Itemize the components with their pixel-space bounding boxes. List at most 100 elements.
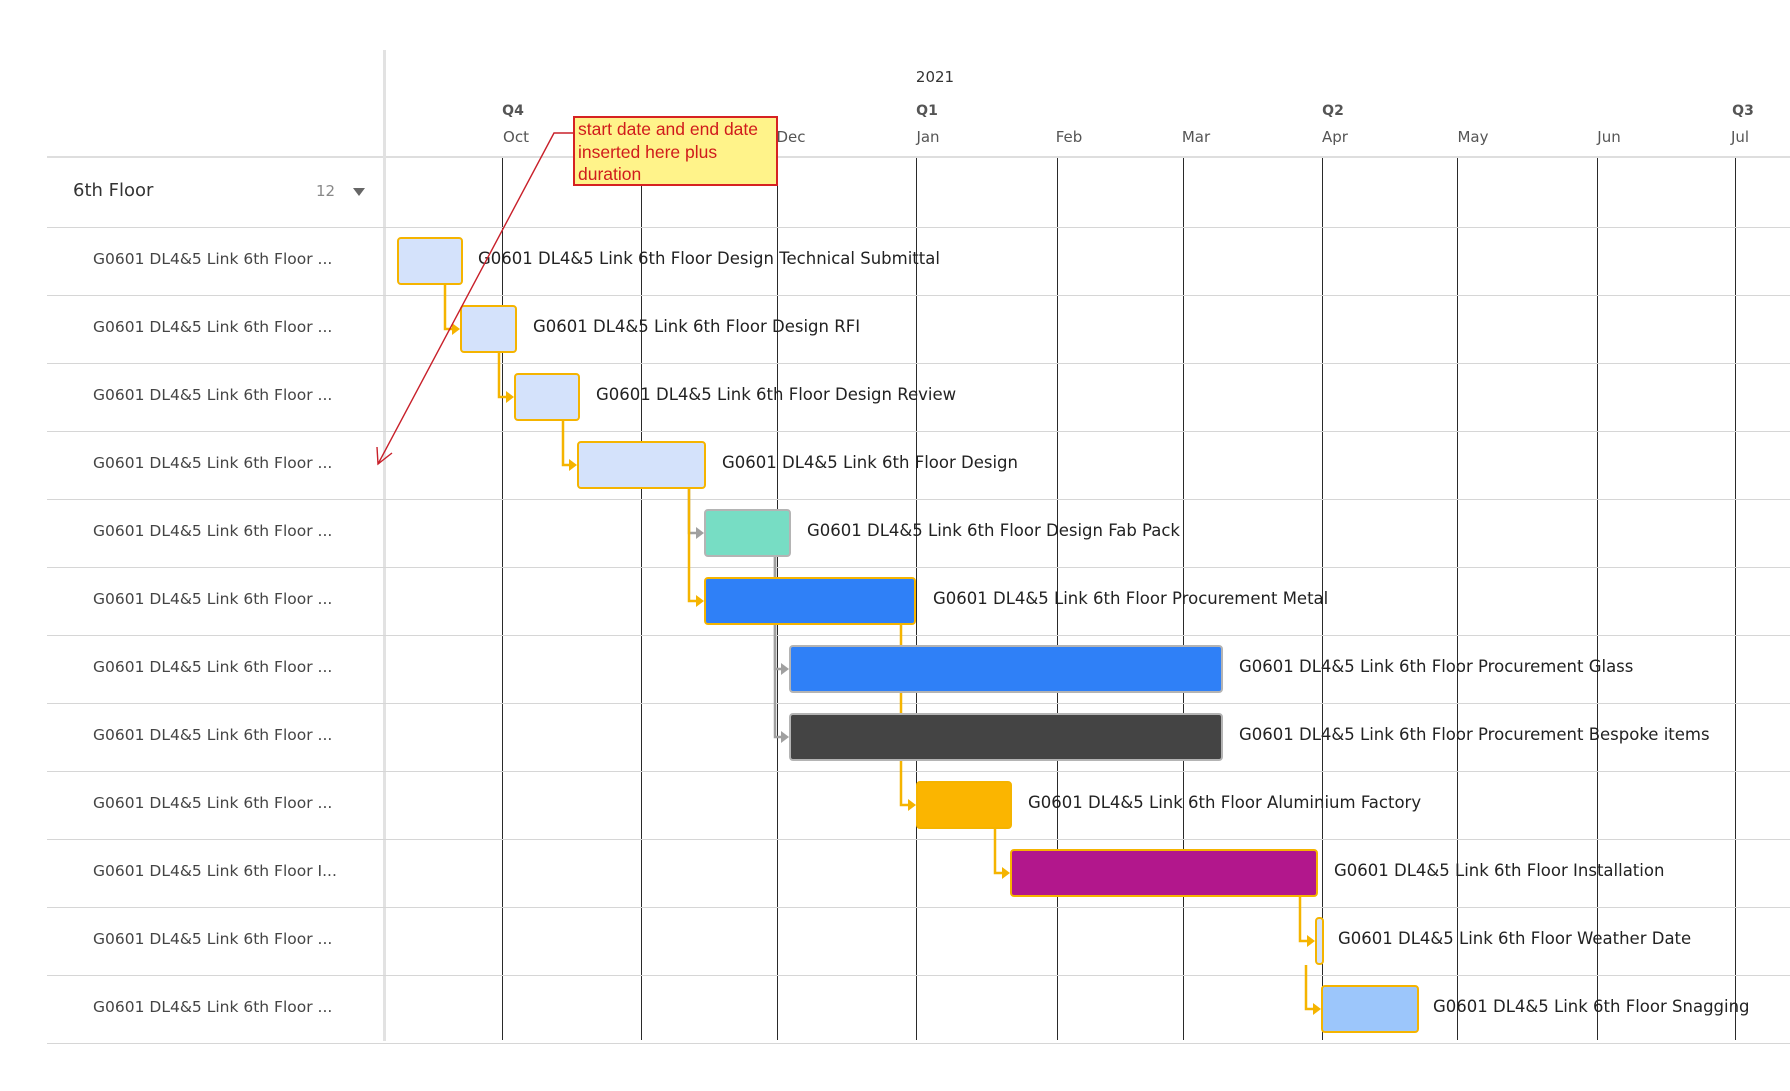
task-bar-label: G0601 DL4&5 Link 6th Floor Weather Date (1338, 929, 1692, 948)
dependency-arrowhead (781, 663, 789, 675)
task-bar-label: G0601 DL4&5 Link 6th Floor Procurement B… (1239, 725, 1710, 744)
task-bar-label: G0601 DL4&5 Link 6th Floor Installation (1334, 861, 1665, 880)
task-bar-label: G0601 DL4&5 Link 6th Floor Design Techni… (478, 249, 940, 268)
task-row-label[interactable]: G0601 DL4&5 Link 6th Floor ... (93, 794, 333, 812)
task-row-label[interactable]: G0601 DL4&5 Link 6th Floor ... (93, 930, 333, 948)
month-gridline (1597, 158, 1598, 1040)
dependency-line (443, 285, 455, 331)
month-gridline (641, 158, 642, 1040)
task-row-label[interactable]: G0601 DL4&5 Link 6th Floor ... (93, 386, 333, 404)
month-gridline (1735, 158, 1736, 1040)
quarter-label-q1: Q1 (916, 103, 938, 119)
month-gridline (916, 158, 917, 1040)
task-bar-label: G0601 DL4&5 Link 6th Floor Snagging (1433, 997, 1750, 1016)
month-label-feb: Feb (1055, 128, 1083, 146)
task-row-label[interactable]: G0601 DL4&5 Link 6th Floor I... (93, 862, 337, 880)
dependency-arrowhead (908, 799, 916, 811)
task-bar[interactable] (460, 305, 517, 353)
task-row-label[interactable]: G0601 DL4&5 Link 6th Floor ... (93, 998, 333, 1016)
row-separator (47, 227, 1790, 228)
dependency-arrowhead (452, 323, 460, 335)
dependency-line (561, 421, 572, 467)
dependency-line (1304, 965, 1316, 1011)
month-label-may: May (1457, 128, 1489, 146)
row-separator (47, 839, 1790, 840)
collapse-caret-icon[interactable] (353, 188, 365, 196)
task-bar-label: G0601 DL4&5 Link 6th Floor Procurement M… (933, 589, 1329, 608)
dependency-arrowhead (696, 595, 704, 607)
task-bar[interactable] (1315, 917, 1324, 965)
dependency-arrowhead (506, 391, 514, 403)
month-label-mar: Mar (1181, 128, 1211, 146)
task-row-label[interactable]: G0601 DL4&5 Link 6th Floor ... (93, 658, 333, 676)
task-row-label[interactable]: G0601 DL4&5 Link 6th Floor ... (93, 590, 333, 608)
task-row-label[interactable]: G0601 DL4&5 Link 6th Floor ... (93, 318, 333, 336)
task-bar-label: G0601 DL4&5 Link 6th Floor Design (722, 453, 1018, 472)
group-row-6th-floor[interactable]: 6th Floor 12 (47, 158, 383, 226)
row-separator (47, 1043, 1790, 1044)
quarter-label-q3: Q3 (1732, 103, 1754, 119)
task-bar[interactable] (397, 237, 463, 285)
task-bar[interactable] (916, 781, 1012, 829)
month-gridline (1457, 158, 1458, 1040)
row-separator (47, 363, 1790, 364)
year-label: 2021 (915, 68, 955, 86)
task-bar[interactable] (704, 577, 916, 625)
dependency-line (497, 353, 509, 399)
month-label-jun: Jun (1597, 128, 1621, 146)
dependency-arrowhead (569, 459, 577, 471)
task-bar-label: G0601 DL4&5 Link 6th Floor Design Review (596, 385, 957, 404)
task-bar[interactable] (1010, 849, 1318, 897)
annotation-callout[interactable]: start date and end date inserted here pl… (573, 116, 778, 186)
row-separator (47, 975, 1790, 976)
quarter-label-q4: Q4 (502, 103, 524, 119)
task-row-label[interactable]: G0601 DL4&5 Link 6th Floor ... (93, 726, 333, 744)
month-gridline (1057, 158, 1058, 1040)
task-bar-label: G0601 DL4&5 Link 6th Floor Aluminium Fac… (1028, 793, 1422, 812)
month-label-dec: Dec (776, 128, 806, 146)
row-separator (47, 635, 1790, 636)
group-count-badge: 12 (316, 182, 336, 200)
dependency-line (1298, 897, 1310, 943)
month-label-apr: Apr (1322, 128, 1348, 146)
task-bar[interactable] (1321, 985, 1419, 1033)
task-bar[interactable] (704, 509, 791, 557)
task-bar[interactable] (577, 441, 706, 489)
month-gridline (1322, 158, 1323, 1040)
row-separator (47, 771, 1790, 772)
header-divider (47, 156, 1790, 158)
row-separator (47, 907, 1790, 908)
dependency-line (687, 489, 699, 535)
dependency-arrowhead (696, 527, 704, 539)
task-bar-label: G0601 DL4&5 Link 6th Floor Procurement G… (1239, 657, 1634, 676)
dependency-arrowhead (781, 731, 789, 743)
task-row-label[interactable]: G0601 DL4&5 Link 6th Floor ... (93, 522, 333, 540)
row-separator (47, 567, 1790, 568)
dependency-line (993, 829, 1005, 875)
quarter-label-q2: Q2 (1322, 103, 1344, 119)
task-bar[interactable] (789, 645, 1223, 693)
month-gridline (1183, 158, 1184, 1040)
month-label-jan: Jan (916, 128, 940, 146)
task-bar-label: G0601 DL4&5 Link 6th Floor Design Fab Pa… (807, 521, 1180, 540)
task-row-label[interactable]: G0601 DL4&5 Link 6th Floor ... (93, 454, 333, 472)
row-separator (47, 431, 1790, 432)
row-separator (47, 499, 1790, 500)
month-gridline (502, 158, 503, 1040)
annotation-text: start date and end date inserted here pl… (578, 119, 758, 184)
task-row-label[interactable]: G0601 DL4&5 Link 6th Floor ... (93, 250, 333, 268)
dependency-arrowhead (1307, 935, 1315, 947)
row-separator (47, 703, 1790, 704)
row-separator (47, 295, 1790, 296)
task-bar[interactable] (789, 713, 1223, 761)
group-label: 6th Floor (73, 180, 154, 201)
month-label-oct: Oct (503, 128, 529, 146)
task-list-divider[interactable] (383, 50, 386, 1041)
dependency-arrowhead (1313, 1003, 1321, 1015)
dependency-arrowhead (1002, 867, 1010, 879)
task-bar[interactable] (514, 373, 580, 421)
dependency-line (687, 489, 699, 603)
month-label-jul: Jul (1730, 128, 1750, 146)
task-bar-label: G0601 DL4&5 Link 6th Floor Design RFI (533, 317, 861, 336)
